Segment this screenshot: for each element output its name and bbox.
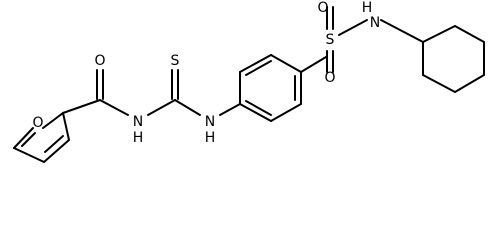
atom-thio-s: S [171, 53, 180, 69]
bond-furan-c4-o [13, 127, 34, 149]
bond-furan-c2-c3-double [44, 135, 64, 153]
bond-c1-carbonyl [62, 99, 101, 114]
bond-ring-5 [270, 103, 302, 122]
bond-furan-c1-c2 [62, 112, 70, 141]
bond-ring-6 [239, 103, 272, 122]
bond-ring-sulfonyl [300, 56, 327, 73]
bond-ring-inner-1 [245, 60, 272, 76]
atom-amide-n: N [133, 114, 143, 130]
atom-thio-n: N [205, 114, 215, 130]
bond-n-cyclohexyl [380, 19, 424, 43]
bond-furan-c4-o-double [21, 132, 36, 147]
bond-n-thiocarbonyl [147, 99, 176, 116]
bond-cy-2 [454, 25, 485, 43]
molecule-structure: O O N H S N H S O O H N [13, 0, 485, 163]
bond-cy-1 [422, 25, 456, 43]
atom-carbonyl-o: O [94, 53, 105, 69]
bond-thiocarbonyl-n [174, 99, 201, 116]
bond-ring-3 [270, 54, 302, 73]
bond-carbonyl-n [99, 99, 129, 116]
bond-s-n [338, 19, 368, 36]
atom-thio-h: H [205, 130, 216, 146]
bond-ring-inner-3 [245, 100, 272, 116]
bond-ring-2 [239, 54, 272, 73]
atom-sulfonyl-o-bottom: O [324, 70, 335, 86]
bonds [13, 6, 485, 163]
bond-cy-5 [422, 74, 456, 93]
atom-sulfonyl-o-top: O [317, 0, 328, 16]
atom-furan-o: O [32, 115, 43, 131]
bond-furan-c3-c4 [13, 147, 45, 163]
bond-cy-4 [454, 74, 485, 93]
bond-n-phenyl [219, 103, 241, 116]
atom-sulfonamide-n: N [370, 15, 380, 31]
atom-labels: O O N H S N H S O O H N [32, 0, 380, 146]
atom-sulfonyl-s: S [326, 32, 335, 48]
atom-amide-h: H [133, 130, 144, 146]
bond-furan-c2-c3 [43, 139, 70, 163]
bond-furan-o-c1 [42, 112, 64, 129]
atom-sulfonamide-h: H [362, 0, 373, 16]
